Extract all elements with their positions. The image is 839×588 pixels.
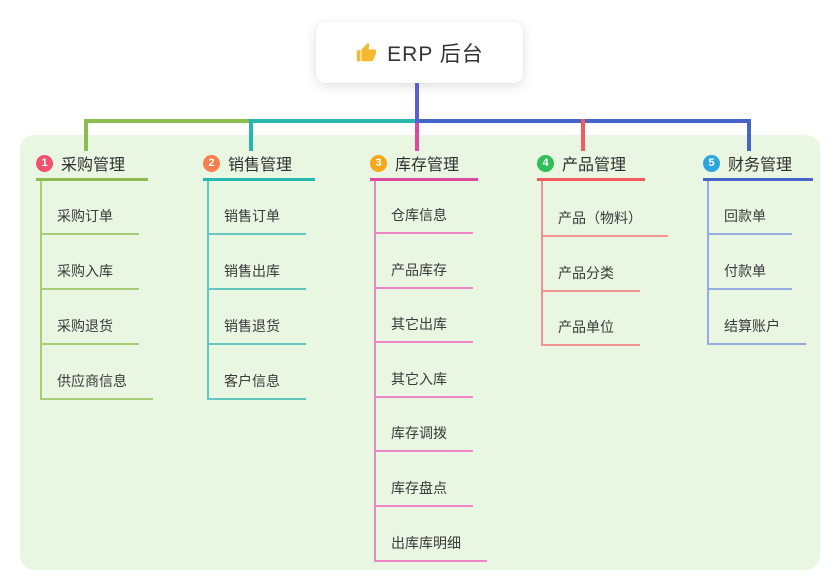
branch-number-badge: 1	[36, 154, 53, 172]
branch-connector-horizontal	[249, 119, 419, 123]
child-node-采购订单[interactable]: 采购订单	[40, 206, 139, 235]
child-node-供应商信息[interactable]: 供应商信息	[40, 371, 153, 400]
child-spine-line	[207, 180, 209, 400]
child-node-销售退货[interactable]: 销售退货	[207, 316, 306, 345]
branch-label: 销售管理	[228, 157, 293, 174]
branch-number-badge: 5	[703, 154, 720, 172]
child-node-采购入库[interactable]: 采购入库	[40, 261, 139, 290]
branch-number-badge: 3	[370, 154, 387, 172]
branch-connector-drop	[249, 119, 253, 151]
branch-node-库存管理[interactable]: 3 库存管理	[370, 150, 478, 181]
child-node-其它入库[interactable]: 其它入库	[374, 369, 473, 398]
branch-label: 财务管理	[728, 157, 793, 174]
branch-number-badge: 4	[537, 154, 554, 172]
child-node-结算账户[interactable]: 结算账户	[707, 316, 806, 345]
child-node-回款单[interactable]: 回款单	[707, 206, 792, 235]
thumbs-up-icon	[357, 42, 377, 61]
child-node-出库库明细[interactable]: 出库库明细	[374, 533, 487, 562]
child-node-仓库信息[interactable]: 仓库信息	[374, 205, 473, 234]
child-spine-line	[707, 180, 709, 345]
child-spine-line	[374, 180, 376, 562]
branch-node-销售管理[interactable]: 2 销售管理	[203, 150, 315, 181]
child-node-库存盘点[interactable]: 库存盘点	[374, 478, 473, 507]
child-node-客户信息[interactable]: 客户信息	[207, 371, 306, 400]
child-spine-line	[40, 180, 42, 400]
child-node-产品库存[interactable]: 产品库存	[374, 260, 473, 289]
branch-label: 产品管理	[562, 157, 627, 174]
child-spine-line	[541, 180, 543, 346]
branch-node-财务管理[interactable]: 5 财务管理	[703, 150, 813, 181]
root-node[interactable]: ERP 后台	[316, 22, 523, 83]
child-node-库存调拨[interactable]: 库存调拨	[374, 423, 473, 452]
branch-connector-drop	[581, 119, 585, 151]
child-node-付款单[interactable]: 付款单	[707, 261, 792, 290]
child-node-销售出库[interactable]: 销售出库	[207, 261, 306, 290]
branch-connector-drop	[747, 119, 751, 151]
branch-label: 库存管理	[395, 157, 460, 174]
branch-number-badge: 2	[203, 154, 220, 172]
child-node-产品单位[interactable]: 产品单位	[541, 317, 640, 346]
branch-connector-drop	[415, 119, 419, 151]
root-stem-line	[415, 83, 419, 123]
child-node-产品（物料）[interactable]: 产品（物料）	[541, 208, 668, 237]
branch-node-采购管理[interactable]: 1 采购管理	[36, 150, 148, 181]
branch-node-产品管理[interactable]: 4 产品管理	[537, 150, 645, 181]
root-node-label: ERP 后台	[387, 42, 484, 66]
branch-connector-drop	[84, 119, 88, 151]
branch-label: 采购管理	[61, 157, 126, 174]
child-node-采购退货[interactable]: 采购退货	[40, 316, 139, 345]
branches-background-panel	[20, 135, 820, 570]
child-node-销售订单[interactable]: 销售订单	[207, 206, 306, 235]
child-node-其它出库[interactable]: 其它出库	[374, 314, 473, 343]
child-node-产品分类[interactable]: 产品分类	[541, 263, 640, 292]
